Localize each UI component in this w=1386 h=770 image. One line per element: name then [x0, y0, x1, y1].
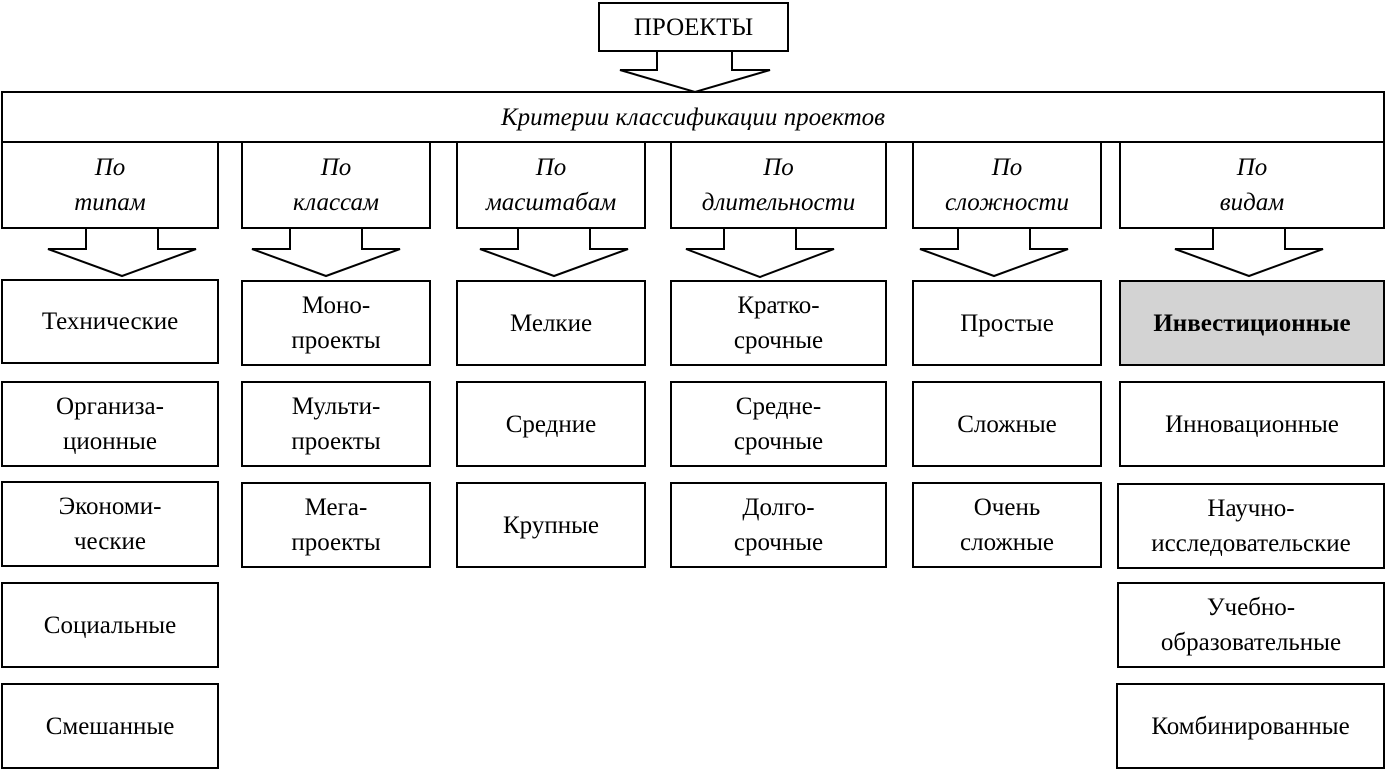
item-box: Мелкие [456, 280, 646, 366]
item-label: Крупные [503, 511, 599, 539]
item-label-line2: срочные [733, 529, 824, 556]
item-box: Инновационные [1119, 381, 1385, 467]
item-label-line2: срочные [733, 327, 824, 354]
item-label: Технические [41, 308, 179, 335]
item-label: Долго- [742, 494, 815, 521]
item-box-highlighted: Инвестиционные [1119, 280, 1385, 366]
item-box: Учебно- образовательные [1117, 582, 1385, 668]
arrow-scale [479, 227, 629, 278]
category-header-line1: По [991, 154, 1023, 181]
item-label-line2: ционные [63, 428, 157, 455]
item-box: Моно- проекты [241, 280, 431, 366]
root-box: ПРОЕКТЫ [598, 2, 789, 52]
item-box: Очень сложные [912, 482, 1102, 568]
item-label: Научно- [1207, 495, 1295, 522]
item-label-line2: проекты [291, 327, 381, 354]
arrow-classes [251, 227, 401, 278]
category-header-line1: По [1236, 154, 1268, 181]
category-header-line1: По [763, 154, 794, 181]
category-header-duration: По длительности [670, 141, 887, 229]
category-header-types: По типам [1, 141, 219, 229]
item-label: Инвестиционные [1153, 309, 1351, 337]
arrow-types [47, 227, 197, 278]
item-box: Простые [912, 280, 1102, 366]
category-header-complexity: По сложности [912, 141, 1102, 229]
item-label: Социальные [43, 611, 177, 639]
arrow-duration [685, 227, 835, 279]
item-label-line2: ческие [73, 528, 146, 555]
item-label-line2: образовательные [1160, 629, 1342, 656]
item-label-line2: срочные [733, 428, 824, 455]
item-box: Крупные [456, 482, 646, 568]
category-header-line1: По [535, 154, 567, 181]
item-box: Мега- проекты [241, 482, 431, 568]
arrow-complexity [919, 227, 1069, 278]
category-header-scale: По масштабам [456, 141, 646, 229]
item-label: Сложные [957, 410, 1057, 438]
item-label: Простые [960, 309, 1054, 337]
item-label: Комбинированные [1151, 712, 1350, 740]
criteria-label: Критерии классификации проектов [500, 103, 886, 131]
item-label-line2: сложные [960, 529, 1054, 556]
category-header-line1: По [320, 154, 352, 181]
item-box: Экономи- ческие [1, 481, 219, 567]
item-box: Организа- ционные [1, 381, 219, 467]
item-box: Научно- исследовательские [1117, 483, 1385, 569]
item-box: Социальные [1, 582, 219, 668]
category-header-classes: По классам [241, 141, 431, 229]
root-label: ПРОЕКТЫ [633, 13, 754, 41]
category-header-line2: классам [293, 189, 379, 216]
item-label: Кратко- [737, 292, 820, 319]
item-label: Смешанные [45, 712, 175, 740]
category-header-line2: сложности [945, 189, 1069, 216]
category-header-line2: типам [74, 189, 146, 216]
item-box: Мульти- проекты [241, 381, 431, 467]
category-header-line2: видам [1219, 189, 1285, 216]
item-box: Кратко- срочные [670, 280, 887, 366]
category-header-line2: длительности [701, 189, 856, 216]
item-label: Мелкие [509, 309, 593, 337]
item-label: Экономи- [58, 493, 162, 520]
item-label: Мега- [304, 494, 368, 521]
item-label: Моно- [301, 292, 371, 319]
item-label-line2: проекты [291, 529, 381, 556]
item-label: Учебно- [1206, 594, 1296, 621]
arrow-root-to-criteria [619, 50, 771, 94]
category-header-line1: По [94, 154, 126, 181]
item-label-line2: исследовательские [1151, 530, 1351, 557]
item-box: Технические [1, 279, 219, 364]
category-header-kinds: По видам [1119, 141, 1385, 229]
item-label: Организа- [56, 393, 164, 420]
item-box: Смешанные [1, 683, 219, 769]
item-label-line2: проекты [291, 428, 381, 455]
item-label: Мульти- [291, 393, 381, 420]
item-label: Очень [973, 494, 1041, 521]
item-label: Средние [505, 410, 597, 438]
criteria-bar: Критерии классификации проектов [1, 91, 1385, 143]
item-box: Долго- срочные [670, 482, 887, 568]
item-box: Комбинированные [1116, 683, 1385, 769]
item-box: Сложные [912, 381, 1102, 467]
item-box: Средние [456, 381, 646, 467]
category-header-line2: масштабам [485, 189, 617, 216]
item-label: Инновационные [1165, 410, 1339, 438]
arrow-kinds [1174, 227, 1324, 278]
item-box: Средне- срочные [670, 381, 887, 467]
item-label: Средне- [735, 393, 822, 420]
